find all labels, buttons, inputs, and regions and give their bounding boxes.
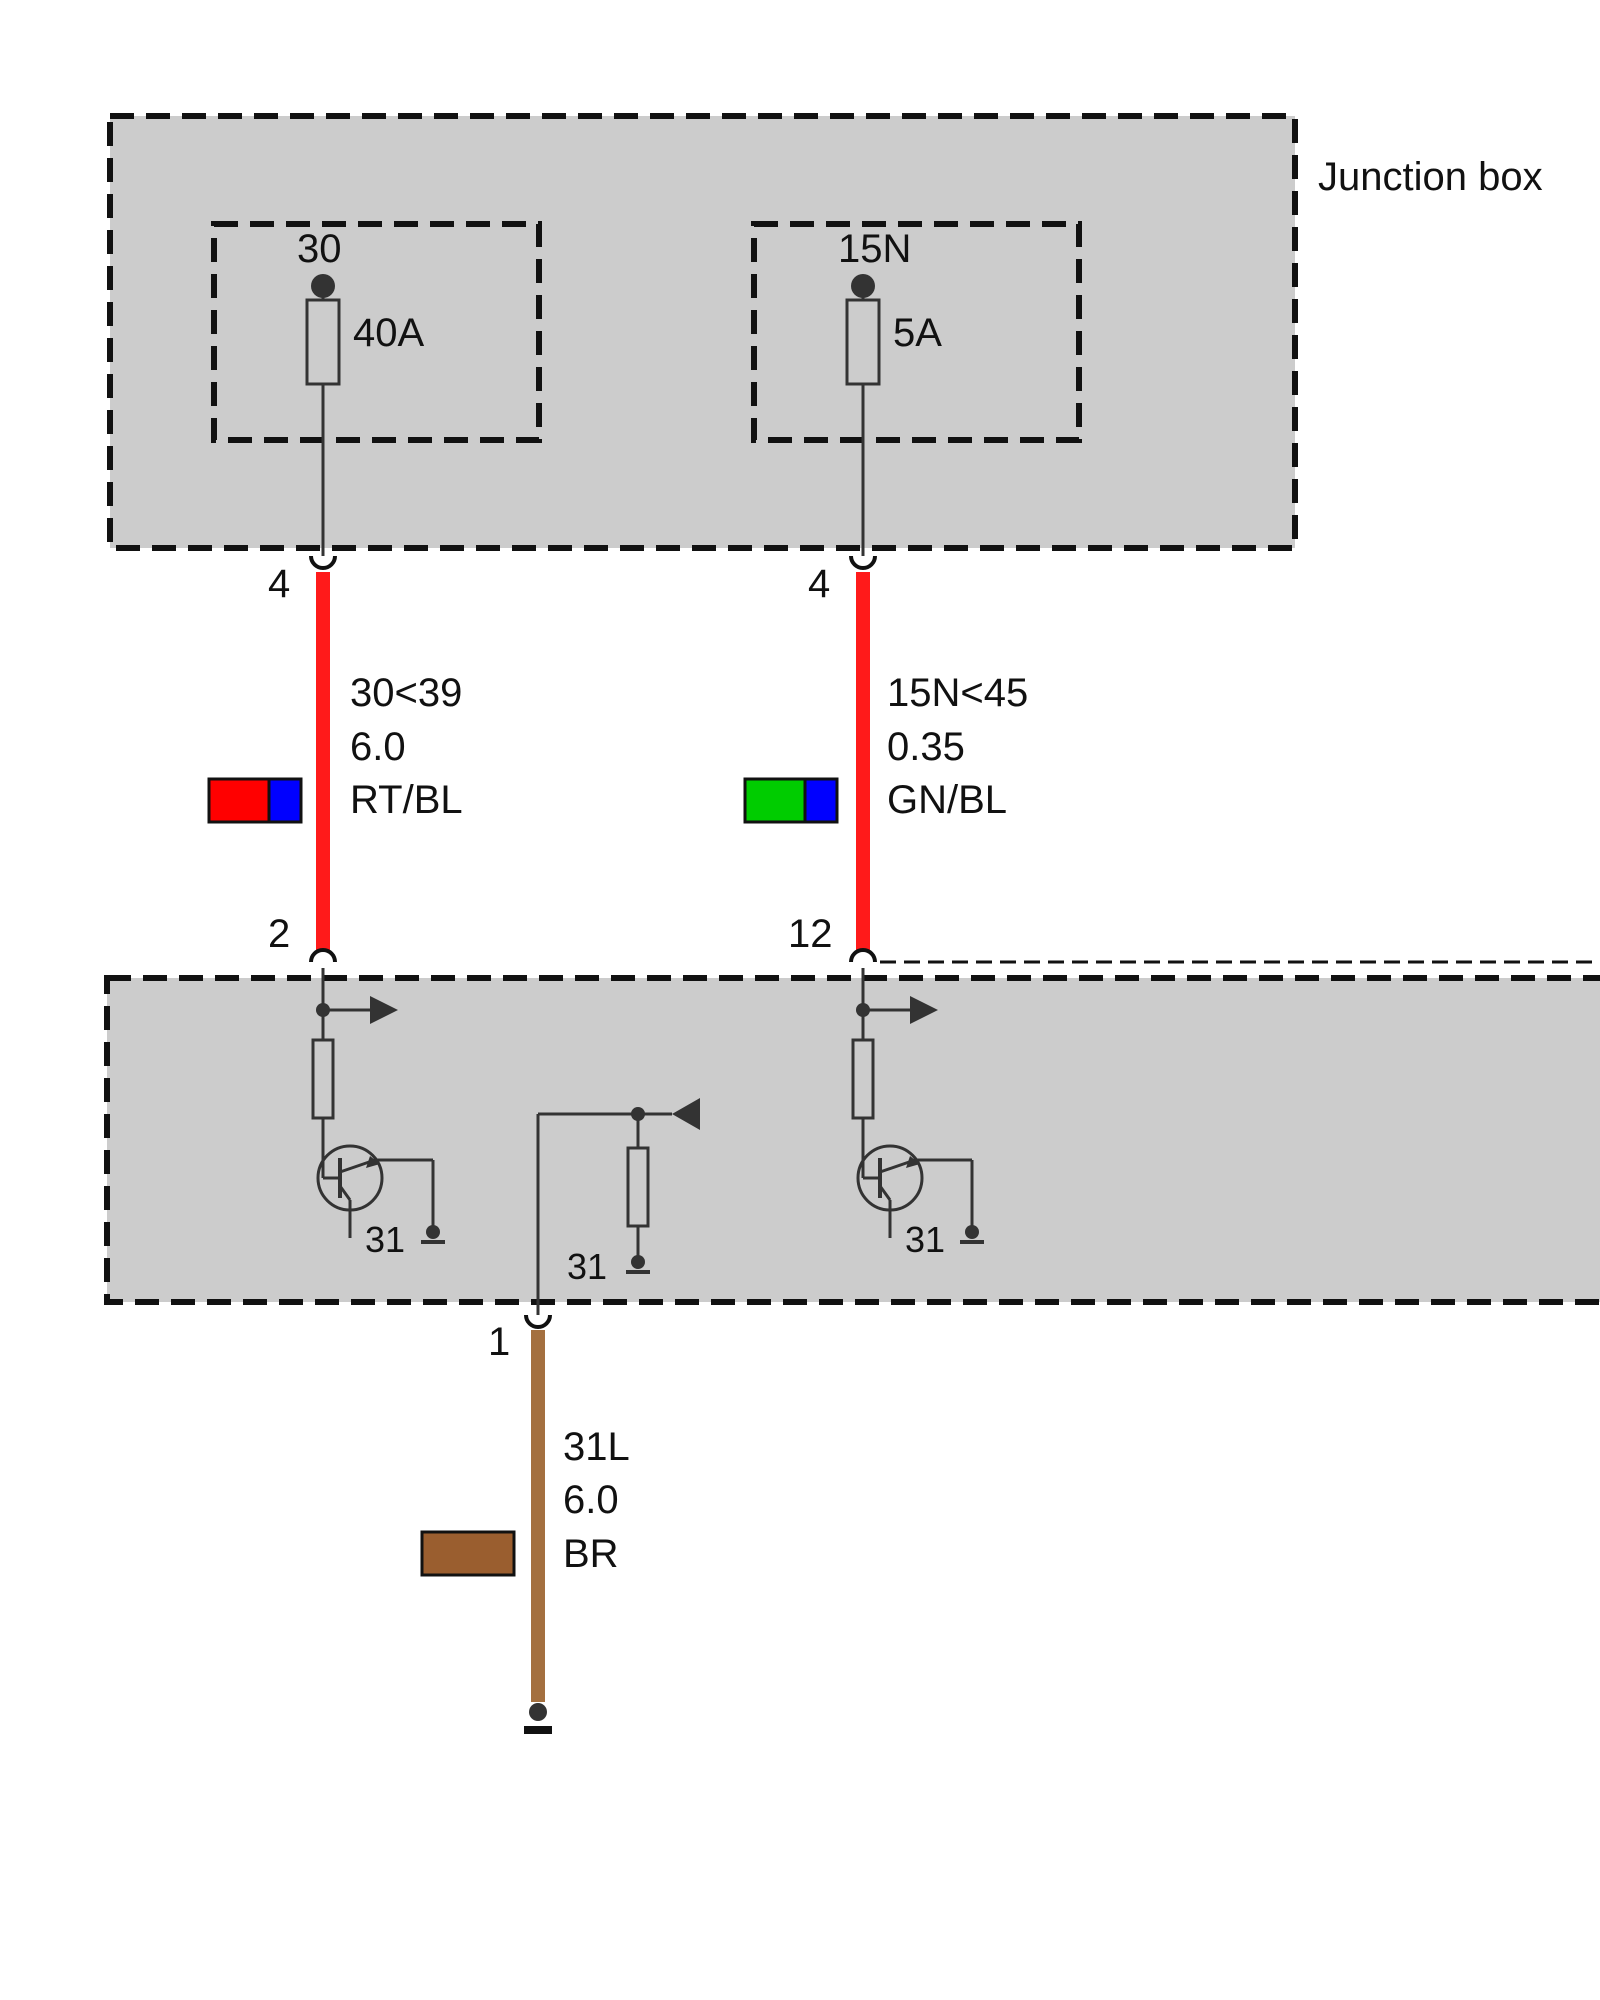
junction-box: Junction box 30 40A 15N 5A [107,113,1543,556]
wire-right-gauge: 0.35 [887,725,965,769]
fuse-box-right: 15N 5A [751,221,1082,556]
wire-left-color-swatch [207,777,303,824]
ground-label-left: 31 [365,1219,405,1260]
wire-left-pin-bottom: 2 [268,912,290,956]
ground-dot [426,1225,440,1239]
fuse-right-terminal: 15N [838,227,911,271]
swatch-primary [207,777,271,824]
ground-dot [965,1225,979,1239]
resistor-icon [626,1146,650,1228]
resistor-icon [311,1038,335,1120]
control-module-outline [104,975,1600,1305]
signal-arrow-icon [370,996,398,1024]
resistor-icon [851,1038,875,1120]
fuse-box-right-outline [751,221,1082,443]
wire-right-circuit: 15N<45 [887,671,1028,715]
control-module: 31 31 [104,968,1600,1315]
output-stage-right: 31 [851,968,984,1260]
signal-arrow-icon [910,996,938,1024]
signal-arrow-icon [672,1098,700,1130]
wire-left-circuit: 30<39 [350,671,462,715]
pin-connector-icon [309,948,337,963]
wire-ground-pin: 1 [488,1320,510,1364]
wire-ground: 1 31L 6.0 BR [420,1314,630,1734]
wire-right-pin-bottom: 12 [788,912,833,956]
fuse-left-terminal: 30 [297,227,342,271]
wire-ground-color-code: BR [563,1532,619,1576]
fuse-box-left-outline [211,221,542,443]
wire-right-pin-top: 4 [808,562,830,606]
pin-connector-icon [849,555,877,570]
junction-box-title: Junction box [1318,155,1543,199]
wire-left-color-code: RT/BL [350,778,463,822]
swatch-primary [743,777,807,824]
wire-right-color-swatch [743,777,839,824]
wire-left-gauge: 6.0 [350,725,406,769]
ground-point-dot [529,1703,547,1721]
fuse-right-rating: 5A [893,311,942,355]
swatch-secondary [267,777,303,824]
wire-ground-color-swatch [420,1530,516,1577]
fuse-left-rating: 40A [353,311,424,355]
junction-box-outline [107,113,1298,551]
wire-right: 4 12 15N<45 0.35 GN/BL [743,555,1028,963]
fuse-left-icon [305,298,341,386]
ground-label-center: 31 [567,1246,607,1287]
pin-connector-icon [524,1314,552,1329]
output-stage-left: 31 [311,968,445,1260]
pin-connector-icon [309,555,337,570]
ground-stage-center: 31 [536,1098,700,1315]
transistor-icon [316,1144,384,1212]
wire-right-color-code: GN/BL [887,778,1007,822]
wire-left: 4 2 30<39 6.0 RT/BL [207,555,463,963]
ground-point-icon [524,1726,552,1734]
ground-label-right: 31 [905,1219,945,1260]
fuse-right-icon [845,298,881,386]
wire-ground-gauge: 6.0 [563,1478,619,1522]
fuse-box-left: 30 40A [211,221,542,556]
wire-ground-circuit: 31L [563,1425,630,1469]
ground-dot [631,1255,645,1269]
wire-left-pin-top: 4 [268,562,290,606]
swatch-secondary [803,777,839,824]
pin-connector-icon [849,948,877,963]
